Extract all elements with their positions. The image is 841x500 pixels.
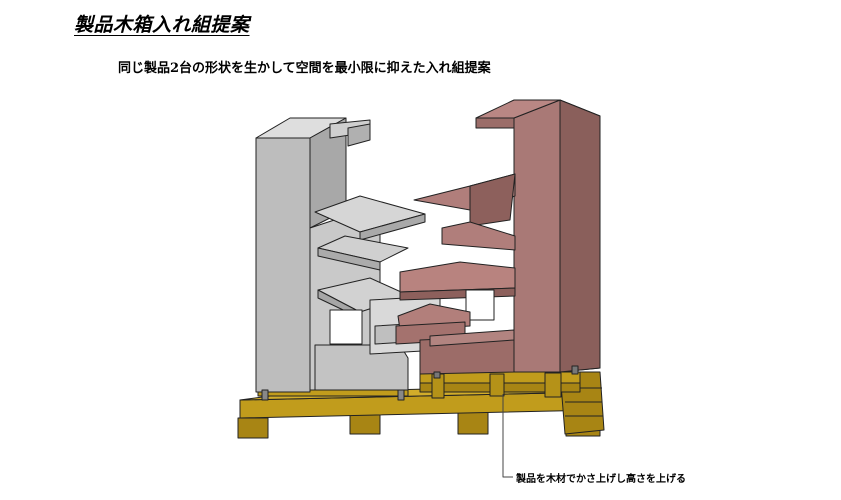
red-shelf <box>441 221 516 251</box>
wooden-pallet <box>237 371 605 439</box>
pallet-block <box>457 411 489 435</box>
raising-timbers <box>419 371 581 399</box>
grey-product-unit <box>255 117 441 401</box>
pallet-block <box>237 417 269 439</box>
pallet-block <box>349 413 381 435</box>
slide-subtitle: 同じ製品2台の形状を生かして空間を最小限に抑えた入れ組提案 <box>118 61 491 76</box>
callout-leader <box>502 394 513 478</box>
red-product-unit <box>395 99 601 379</box>
grey-back-front <box>255 137 311 393</box>
red-back-front <box>559 99 601 373</box>
callout-label: 製品を木材でかさ上げし高さを上げる <box>516 474 686 485</box>
red-shelf <box>399 261 516 293</box>
slide-title: 製品木箱入れ組提案 <box>74 14 250 36</box>
